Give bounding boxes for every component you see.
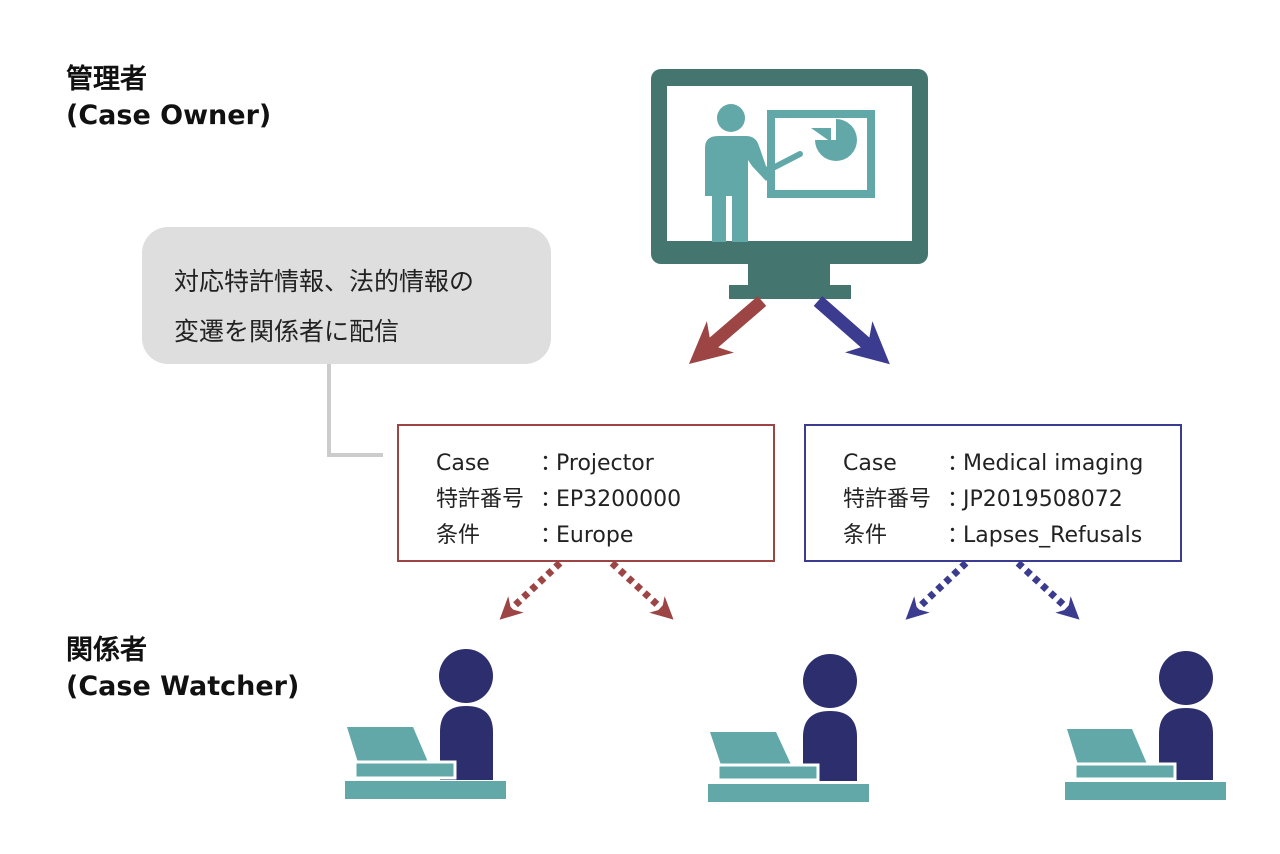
dotted-arrows (499, 560, 1080, 620)
case-owner-heading: 管理者 (Case Owner) (66, 62, 271, 134)
case-row: Case ： Projector (436, 446, 773, 482)
row-value: Medical imaging (963, 451, 1144, 476)
person-laptop-icon (345, 649, 506, 799)
row-value: Lapses_Refusals (963, 523, 1143, 548)
person-laptop-icon (708, 654, 869, 802)
arrow-blue-solid (813, 296, 890, 365)
case-box-projector: Case ： Projector 特許番号 ： EP3200000 条件 ： E… (397, 424, 775, 562)
case-watcher-heading: 関係者 (Case Watcher) (66, 633, 299, 705)
case-owner-subtitle: (Case Owner) (66, 100, 272, 131)
arrow-red-solid (688, 296, 767, 365)
row-separator: ： (540, 523, 563, 548)
row-label: 条件 (843, 523, 888, 548)
row-label: Case (843, 451, 897, 476)
case-watcher-title: 関係者 (66, 635, 147, 666)
case-row: Case ： Medical imaging (843, 446, 1180, 482)
row-label: 特許番号 (436, 487, 525, 512)
condition-row: 条件 ： Lapses_Refusals (843, 518, 1180, 554)
row-separator: ： (947, 523, 970, 548)
callout-connector (327, 363, 383, 457)
case-watcher-subtitle: (Case Watcher) (66, 671, 300, 702)
row-label: 条件 (436, 523, 481, 548)
patent-row: 特許番号 ： EP3200000 (436, 482, 773, 518)
row-separator: ： (540, 451, 563, 476)
row-value: EP3200000 (556, 487, 682, 512)
row-separator: ： (540, 487, 563, 512)
person-laptop-icon (1065, 651, 1226, 800)
row-value: JP2019508072 (963, 487, 1123, 512)
condition-row: 条件 ： Europe (436, 518, 773, 554)
row-label: Case (436, 451, 490, 476)
case-owner-title: 管理者 (66, 64, 147, 95)
row-separator: ： (947, 487, 970, 512)
row-separator: ： (947, 451, 970, 476)
callout-bubble: 対応特許情報、法的情報の 変遷を関係者に配信 (142, 227, 551, 364)
row-value: Europe (556, 523, 634, 548)
row-label: 特許番号 (843, 487, 932, 512)
case-box-medical-imaging: Case ： Medical imaging 特許番号 ： JP20195080… (804, 424, 1182, 562)
row-value: Projector (556, 451, 654, 476)
presenter-monitor-icon (651, 69, 928, 299)
callout-line-1: 対応特許情報、法的情報の (174, 267, 475, 296)
callout-line-2: 変遷を関係者に配信 (174, 317, 400, 346)
patent-row: 特許番号 ： JP2019508072 (843, 482, 1180, 518)
